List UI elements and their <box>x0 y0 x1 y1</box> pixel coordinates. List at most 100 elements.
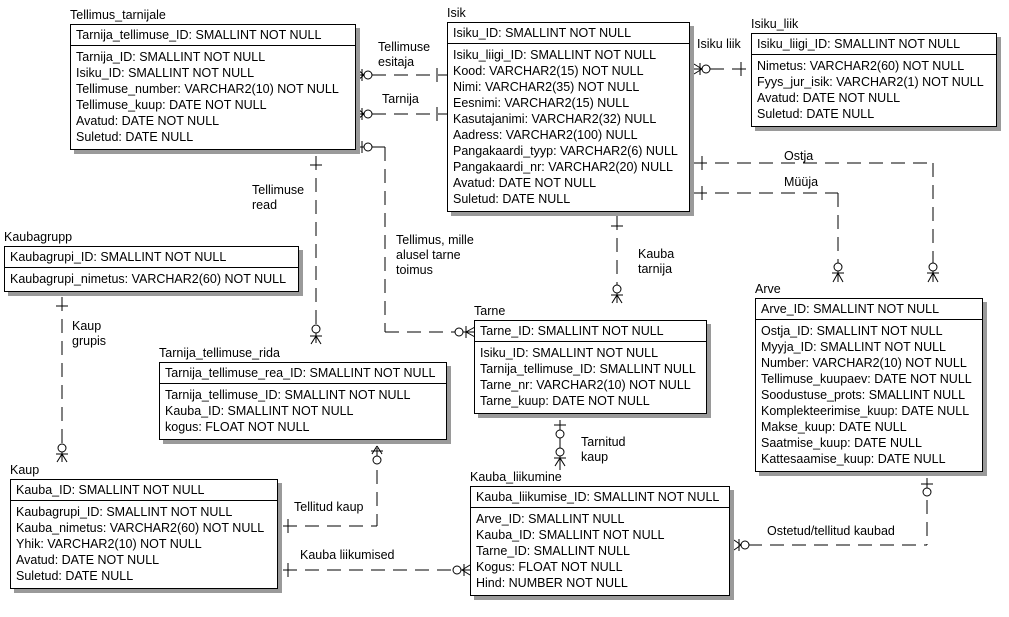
rel-line-tarnija <box>357 107 447 121</box>
attribute: Kattesaamise_kuup: DATE NULL <box>761 452 946 466</box>
entity-name: Arve <box>755 282 781 296</box>
attribute: Soodustuse_prots: SMALLINT NULL <box>761 388 966 402</box>
rel-line-tellimuse-esitaja <box>357 68 447 82</box>
attribute-list: Kaubagrupi_nimetus: VARCHAR2(60) NOT NUL… <box>5 268 298 291</box>
attribute: Avatud: DATE NOT NULL <box>757 91 901 105</box>
attribute: Pangakaardi_nr: VARCHAR2(20) NULL <box>453 160 674 174</box>
attribute-list: Arve_ID: SMALLINT NULL Kauba_ID: SMALLIN… <box>471 508 729 595</box>
entity-name: Kaubagrupp <box>4 230 73 244</box>
entity-kaubagrupp[interactable]: Kaubagrupp Kaubagrupi_ID: SMALLINT NOT N… <box>4 230 299 292</box>
attribute-list: Ostja_ID: SMALLINT NOT NULL Myyja_ID: SM… <box>756 320 982 471</box>
entity-arve[interactable]: Arve Arve_ID: SMALLINT NOT NULL Ostja_ID… <box>755 282 983 472</box>
attribute: Avatud: DATE NOT NULL <box>76 114 220 128</box>
rel-line-tarnitud-kaup <box>554 420 566 470</box>
rel-line-isiku-liik <box>693 62 752 76</box>
entity-name: Kauba_liikumine <box>470 470 562 484</box>
primary-key: Kauba_liikumise_ID: SMALLINT NOT NULL <box>471 487 729 508</box>
attribute: Myyja_ID: SMALLINT NOT NULL <box>761 340 947 354</box>
attribute: Kauba_nimetus: VARCHAR2(60) NOT NULL <box>16 521 265 535</box>
attribute-list: Nimetus: VARCHAR2(60) NOT NULL Fyys_jur_… <box>752 55 996 126</box>
rel-line-kauba-tarnija <box>611 216 623 304</box>
attribute: Avatud: DATE NOT NULL <box>16 553 160 567</box>
attribute: Ostja_ID: SMALLINT NOT NULL <box>761 324 943 338</box>
entity-name: Tarnija_tellimuse_rida <box>159 346 280 360</box>
entity-name: Kaup <box>10 463 40 477</box>
primary-key: Isiku_ID: SMALLINT NOT NULL <box>448 23 689 44</box>
attribute-list: Tarnija_ID: SMALLINT NOT NULL Isiku_ID: … <box>71 46 355 149</box>
rel-label-kauba-liikumised: Kauba liikumised <box>300 548 395 562</box>
attribute: Tarne_ID: SMALLINT NULL <box>476 544 630 558</box>
entity-name: Isiku_liik <box>751 17 799 31</box>
attribute: Suletud: DATE NULL <box>453 192 571 206</box>
attribute: Tellimuse_number: VARCHAR2(10) NOT NULL <box>76 82 339 96</box>
rel-label-tellitud-kaup: Tellitud kaup <box>294 500 364 514</box>
attribute: Kaubagrupi_nimetus: VARCHAR2(60) NOT NUL… <box>10 272 287 286</box>
attribute: Tarnija_tellimuse_ID: SMALLINT NULL <box>480 362 696 376</box>
primary-key: Tarne_ID: SMALLINT NOT NULL <box>475 321 706 342</box>
entity-kauba-liikumine[interactable]: Kauba_liikumine Kauba_liikumise_ID: SMAL… <box>470 470 730 596</box>
entity-isiku-liik[interactable]: Isiku_liik Isiku_liigi_ID: SMALLINT NOT … <box>751 17 997 127</box>
attribute: Hind: NUMBER NOT NULL <box>476 576 628 590</box>
attribute: Eesnimi: VARCHAR2(15) NULL <box>453 96 630 110</box>
attribute: Tarnija_ID: SMALLINT NOT NULL <box>76 50 266 64</box>
attribute: Pangakaardi_tyyp: VARCHAR2(6) NULL <box>453 144 678 158</box>
attribute: Saatmise_kuup: DATE NULL <box>761 436 922 450</box>
entity-tarne[interactable]: Tarne Tarne_ID: SMALLINT NOT NULL Isiku_… <box>474 304 707 414</box>
attribute: Kasutajanimi: VARCHAR2(32) NULL <box>453 112 657 126</box>
primary-key: Tarnija_tellimuse_rea_ID: SMALLINT NOT N… <box>160 363 446 384</box>
rel-line-tellimuse-read <box>310 156 322 345</box>
rel-label-tellimuse-esitaja: Tellimuse esitaja <box>378 40 431 69</box>
attribute: Tarne_kuup: DATE NOT NULL <box>480 394 650 408</box>
rel-line-tellitud-kaup <box>283 445 383 533</box>
entity-name: Isik <box>447 6 466 20</box>
attribute: Suletud: DATE NULL <box>76 130 194 144</box>
entity-kaup[interactable]: Kaup Kauba_ID: SMALLINT NOT NULL Kaubagr… <box>10 463 278 589</box>
attribute: Isiku_liigi_ID: SMALLINT NOT NULL <box>453 48 657 62</box>
attribute: Tellimuse_kuup: DATE NOT NULL <box>76 98 267 112</box>
entity-isik[interactable]: Isik Isiku_ID: SMALLINT NOT NULL Isiku_l… <box>447 6 690 212</box>
attribute: Isiku_ID: SMALLINT NOT NULL <box>76 66 255 80</box>
attribute-list: Tarnija_tellimuse_ID: SMALLINT NOT NULL … <box>160 384 446 439</box>
rel-label-kauba-tarnija: Kauba tarnija <box>638 247 675 276</box>
rel-label-ostetud-tellitud: Ostetud/tellitud kaubad <box>767 524 895 538</box>
primary-key: Kaubagrupi_ID: SMALLINT NOT NULL <box>5 247 298 268</box>
rel-label-tarnitud-kaup: Tarnitud kaup <box>581 435 626 464</box>
entity-name: Tarne <box>474 304 506 318</box>
attribute: Fyys_jur_isik: VARCHAR2(1) NOT NULL <box>757 75 984 89</box>
attribute: Isiku_ID: SMALLINT NOT NULL <box>480 346 659 360</box>
entity-tarnija-tellimuse-rida[interactable]: Tarnija_tellimuse_rida Tarnija_tellimuse… <box>159 346 447 440</box>
attribute: Arve_ID: SMALLINT NULL <box>476 512 625 526</box>
attribute-list: Isiku_ID: SMALLINT NOT NULL Tarnija_tell… <box>475 342 706 413</box>
primary-key: Isiku_liigi_ID: SMALLINT NOT NULL <box>752 34 996 55</box>
rel-label-tarnija: Tarnija <box>382 92 419 106</box>
attribute: Aadress: VARCHAR2(100) NULL <box>453 128 638 142</box>
rel-line-kaup-grupis <box>56 297 68 463</box>
rel-label-ostja: Ostja <box>784 149 814 163</box>
attribute: Kauba_ID: SMALLINT NOT NULL <box>165 404 354 418</box>
rel-label-tellimus-mille-alusel: Tellimus, mille alusel tarne toimus <box>396 233 474 277</box>
rel-line-kauba-liikumised <box>283 563 471 577</box>
attribute: Avatud: DATE NOT NULL <box>453 176 597 190</box>
rel-line-ostja <box>693 156 939 283</box>
rel-label-tellimuse-read: Tellimuse read <box>252 183 305 212</box>
attribute: Suletud: DATE NULL <box>757 107 875 121</box>
attribute: Makse_kuup: DATE NULL <box>761 420 907 434</box>
attribute: Nimetus: VARCHAR2(60) NOT NULL <box>757 59 965 73</box>
attribute: Kogus: FLOAT NOT NULL <box>476 560 623 574</box>
attribute-list: Kaubagrupi_ID: SMALLINT NOT NULL Kauba_n… <box>11 501 277 588</box>
entity-tellimus-tarnijale[interactable]: Tellimus_tarnijale Tarnija_tellimuse_ID:… <box>70 8 356 150</box>
attribute: Yhik: VARCHAR2(10) NOT NULL <box>16 537 202 551</box>
attribute: Tarne_nr: VARCHAR2(10) NOT NULL <box>480 378 691 392</box>
attribute: Kaubagrupi_ID: SMALLINT NOT NULL <box>16 505 233 519</box>
rel-line-muuja <box>693 186 844 283</box>
rel-label-isiku-liik: Isiku liik <box>697 37 741 51</box>
rel-line-ostetud-tellitud <box>733 478 933 551</box>
primary-key: Tarnija_tellimuse_ID: SMALLINT NOT NULL <box>71 25 355 46</box>
attribute: Number: VARCHAR2(10) NOT NULL <box>761 356 967 370</box>
attribute: Nimi: VARCHAR2(35) NOT NULL <box>453 80 640 94</box>
attribute: Komplekteerimise_kuup: DATE NULL <box>761 404 970 418</box>
attribute-list: Isiku_liigi_ID: SMALLINT NOT NULL Kood: … <box>448 44 689 211</box>
primary-key: Kauba_ID: SMALLINT NOT NULL <box>11 480 277 501</box>
attribute: Kood: VARCHAR2(15) NOT NULL <box>453 64 644 78</box>
